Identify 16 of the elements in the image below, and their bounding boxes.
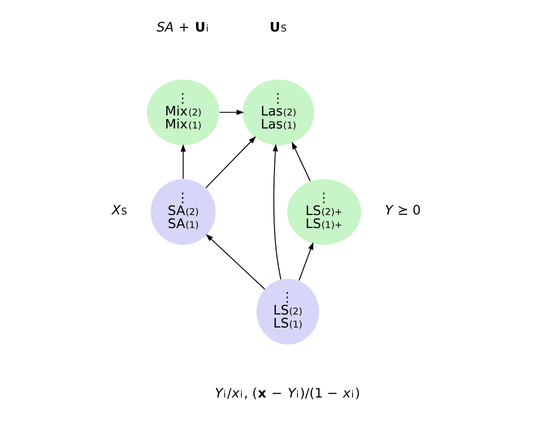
node-label: US bbox=[269, 20, 286, 36]
node-label: XS bbox=[111, 204, 126, 219]
arrow bbox=[180, 144, 186, 180]
arrow bbox=[218, 110, 244, 115]
node-circle: ⋮ LS(2) LS(1) bbox=[256, 278, 319, 345]
arrow bbox=[291, 142, 310, 182]
arrow bbox=[205, 234, 265, 290]
node-label: Y ⪰ 0 bbox=[384, 204, 420, 219]
node-ellipse: ⋮ LS(2)+ LS(1)+ bbox=[286, 179, 361, 245]
node-circle: ⋮ Mix(2) Mix(1) bbox=[146, 79, 219, 146]
arrow bbox=[298, 242, 313, 282]
node-label: Yi/xi, (x − Yi)/(1 − xi) bbox=[214, 386, 360, 402]
arrow bbox=[272, 144, 281, 280]
node-label: SA + Ui bbox=[156, 20, 208, 36]
arrow bbox=[204, 136, 256, 188]
node-circle: ⋮ SA(2) SA(1) bbox=[150, 179, 216, 245]
